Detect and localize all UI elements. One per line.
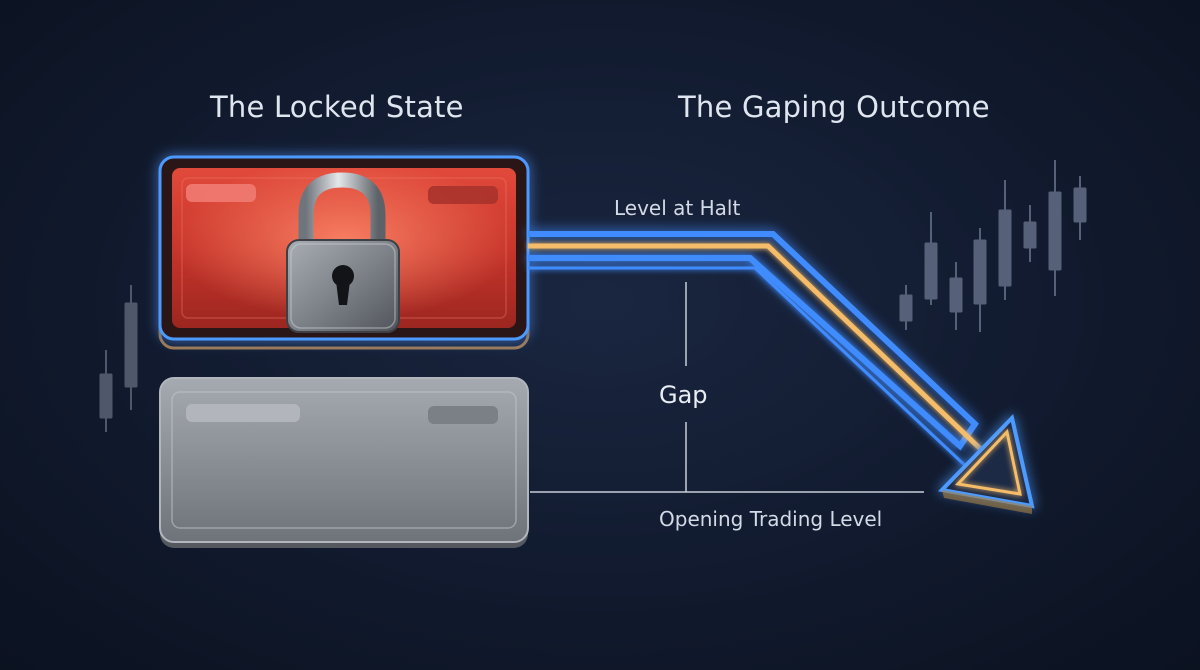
candle: [998, 180, 1012, 300]
candle: [124, 285, 138, 410]
panel-bar-left: [186, 404, 300, 422]
panel-bar-right: [428, 186, 498, 204]
down-right-arrow: [528, 231, 1035, 514]
candle: [1073, 176, 1087, 240]
opening-trading-level-label: Opening Trading Level: [659, 507, 883, 531]
gap-label: Gap: [659, 381, 708, 409]
padlock-icon: [286, 172, 400, 333]
candle: [924, 212, 938, 305]
panel-bar-left: [186, 184, 256, 202]
panel-bar-right: [428, 406, 498, 424]
candle: [1023, 205, 1037, 262]
candlesticks-left: [99, 285, 138, 432]
candlesticks-right: [899, 160, 1087, 332]
neutral-panel: [159, 377, 529, 548]
candle: [1048, 160, 1062, 296]
gap-measure: [530, 282, 924, 493]
candle: [949, 262, 963, 330]
candle: [99, 350, 113, 432]
candle: [973, 228, 987, 332]
candle: [899, 285, 913, 330]
level-at-halt-label: Level at Halt: [614, 196, 741, 220]
gaping-outcome-title: The Gaping Outcome: [678, 90, 990, 124]
locked-state-title: The Locked State: [210, 90, 464, 124]
